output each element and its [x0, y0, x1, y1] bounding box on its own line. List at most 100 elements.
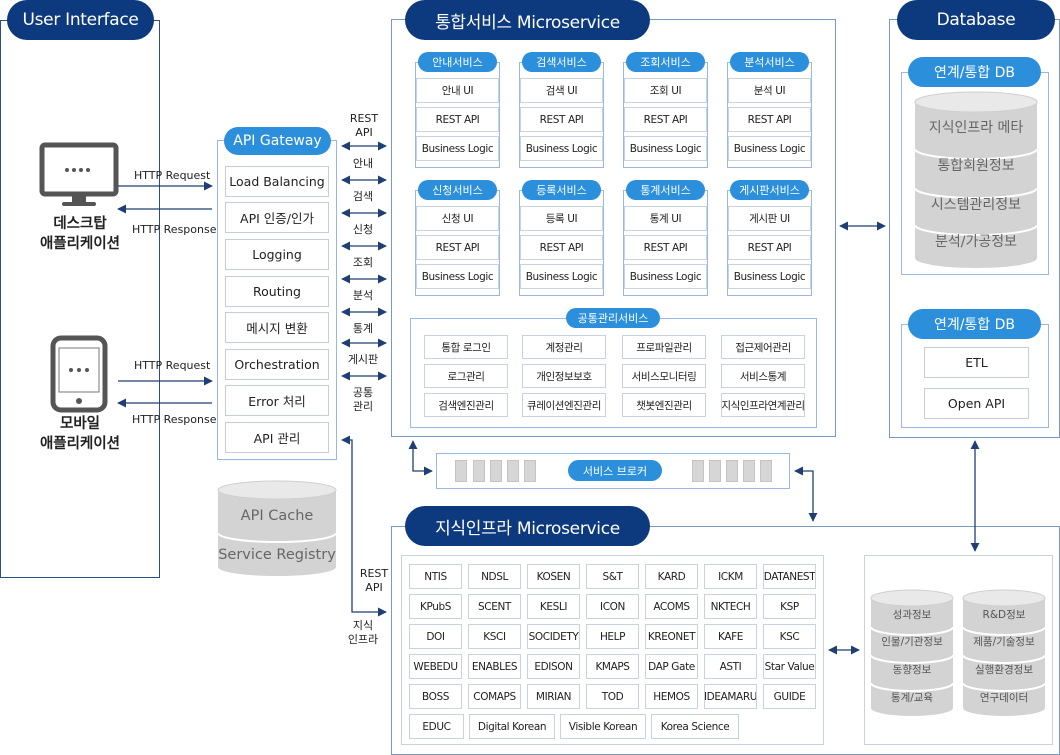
service-item: 안내 UI [416, 78, 499, 103]
infra-service-item: Visible Korean [560, 714, 646, 739]
db1-layer: 분석/가공정보 [935, 234, 1017, 250]
infra-service-item: EDISON [527, 654, 580, 679]
service-item: REST API [520, 235, 603, 260]
gateway-item: Load Balancing [225, 166, 329, 197]
infra-cyl-left-label: 성과정보 [892, 609, 932, 621]
api-gateway-title: API Gateway [224, 127, 331, 155]
infra-service-item: Digital Korean [469, 714, 555, 739]
service-broker-label: 서비스 브로커 [568, 460, 662, 481]
service-item: 검색 UI [520, 78, 603, 103]
broker-block [455, 460, 467, 482]
common-item: 통합 로그인 [424, 335, 508, 359]
common-item: 검색엔진관리 [424, 393, 508, 417]
common-item: 서비스통계 [721, 364, 805, 388]
service-group-title: 통계서비스 [626, 180, 705, 200]
infra-service-item: Korea Science [651, 714, 739, 739]
infra-service-item: HEMOS [645, 684, 698, 709]
infra-cyl-right-label: 제품/기술정보 [973, 636, 1035, 648]
broker-block [524, 460, 536, 482]
database-title: Database [897, 0, 1055, 40]
broker-block [760, 460, 772, 482]
etl-box: ETL [924, 347, 1029, 378]
infra-service-item: KOSEN [527, 564, 580, 589]
service-group-title: 등록서비스 [522, 180, 601, 200]
infra-service-item: DOI [409, 624, 462, 649]
infra-service-item: ENABLES [468, 654, 521, 679]
service-item: REST API [520, 107, 603, 132]
service-item: Business Logic [416, 264, 499, 289]
service-item: REST API [416, 235, 499, 260]
infra-db-group [864, 555, 1053, 745]
db2-title: 연계/통합 DB [908, 309, 1041, 339]
service-item: REST API [728, 235, 811, 260]
gateway-item: Orchestration [225, 349, 329, 380]
desktop-request-label: HTTP Request [134, 169, 211, 182]
db1-title: 연계/통합 DB [908, 57, 1041, 87]
infra-service-item: WEBEDU [409, 654, 462, 679]
service-item: 등록 UI [520, 206, 603, 231]
infra-service-item: GUIDE [763, 684, 816, 709]
infra-service-item: KSP [763, 594, 816, 619]
infra-service-item: KSCI [468, 624, 521, 649]
service-item: 게시판 UI [728, 206, 811, 231]
infra-service-item: HELP [586, 624, 639, 649]
infra-service-item: NTIS [409, 564, 462, 589]
route-label-line: 안내 [352, 157, 374, 170]
route-label: 분석 [346, 289, 380, 303]
infra-service-item: Star Value [763, 654, 816, 679]
db1-layer: 시스템관리정보 [930, 197, 1022, 213]
service-item: 조회 UI [624, 78, 707, 103]
infra-service-item: DATANEST [763, 564, 816, 589]
infra-cyl-left-label: 동향정보 [892, 664, 932, 676]
infra-service-item: ASTI [704, 654, 757, 679]
mobile-response-label: HTTP Response [132, 413, 217, 426]
desktop-response-label: HTTP Response [132, 223, 217, 236]
gateway-item: API 인증/인가 [225, 202, 329, 233]
infra-service-item: S&T [586, 564, 639, 589]
user-interface-title: User Interface [7, 0, 154, 40]
infra-microservice-title: 지식인프라 Microservice [405, 506, 650, 546]
route-label-line: 조회 [352, 256, 374, 269]
common-item: 챗봇엔진관리 [622, 393, 706, 417]
infra-cylinder-right [962, 589, 1046, 716]
service-group-title: 안내서비스 [418, 52, 497, 72]
service-item: Business Logic [624, 264, 707, 289]
service-group-title: 검색서비스 [522, 52, 601, 72]
infra-service-item: COMAPS [468, 684, 521, 709]
service-group-title: 분석서비스 [730, 52, 809, 72]
gateway-item: API 관리 [225, 422, 329, 453]
service-group-title: 게시판서비스 [730, 180, 809, 200]
common-service-title: 공통관리서비스 [566, 308, 660, 328]
infra-service-item: NKTECH [704, 594, 757, 619]
route-label: 게시판 [346, 353, 380, 367]
infra-cylinder-left [870, 589, 954, 716]
infra-service-item: KSC [763, 624, 816, 649]
gateway-item: Routing [225, 276, 329, 307]
infra-cyl-right-label: 실행환경정보 [975, 664, 1033, 676]
microservice-title: 통합서비스 Microservice [405, 0, 650, 40]
service-item: 분석 UI [728, 78, 811, 103]
desktop-icon [39, 142, 119, 206]
db1-layer: 지식인프라 메타 [928, 120, 1024, 136]
gateway-item: 메시지 변환 [225, 312, 329, 343]
mobile-icon [50, 335, 108, 413]
broker-block [709, 460, 721, 482]
infra-service-item: ICKM [704, 564, 757, 589]
service-item: Business Logic [520, 264, 603, 289]
service-item: REST API [728, 107, 811, 132]
infra-service-item: ACOMS [645, 594, 698, 619]
api-cache-label: API Cache [240, 508, 314, 524]
service-item: 통계 UI [624, 206, 707, 231]
common-item: 프로파일관리 [622, 335, 706, 359]
service-item: REST API [624, 235, 707, 260]
common-item: 로그관리 [424, 364, 508, 388]
infra-service-item: TOD [586, 684, 639, 709]
service-item: 신청 UI [416, 206, 499, 231]
common-item: 개인정보보호 [522, 364, 606, 388]
service-group-title: 조회서비스 [626, 52, 705, 72]
